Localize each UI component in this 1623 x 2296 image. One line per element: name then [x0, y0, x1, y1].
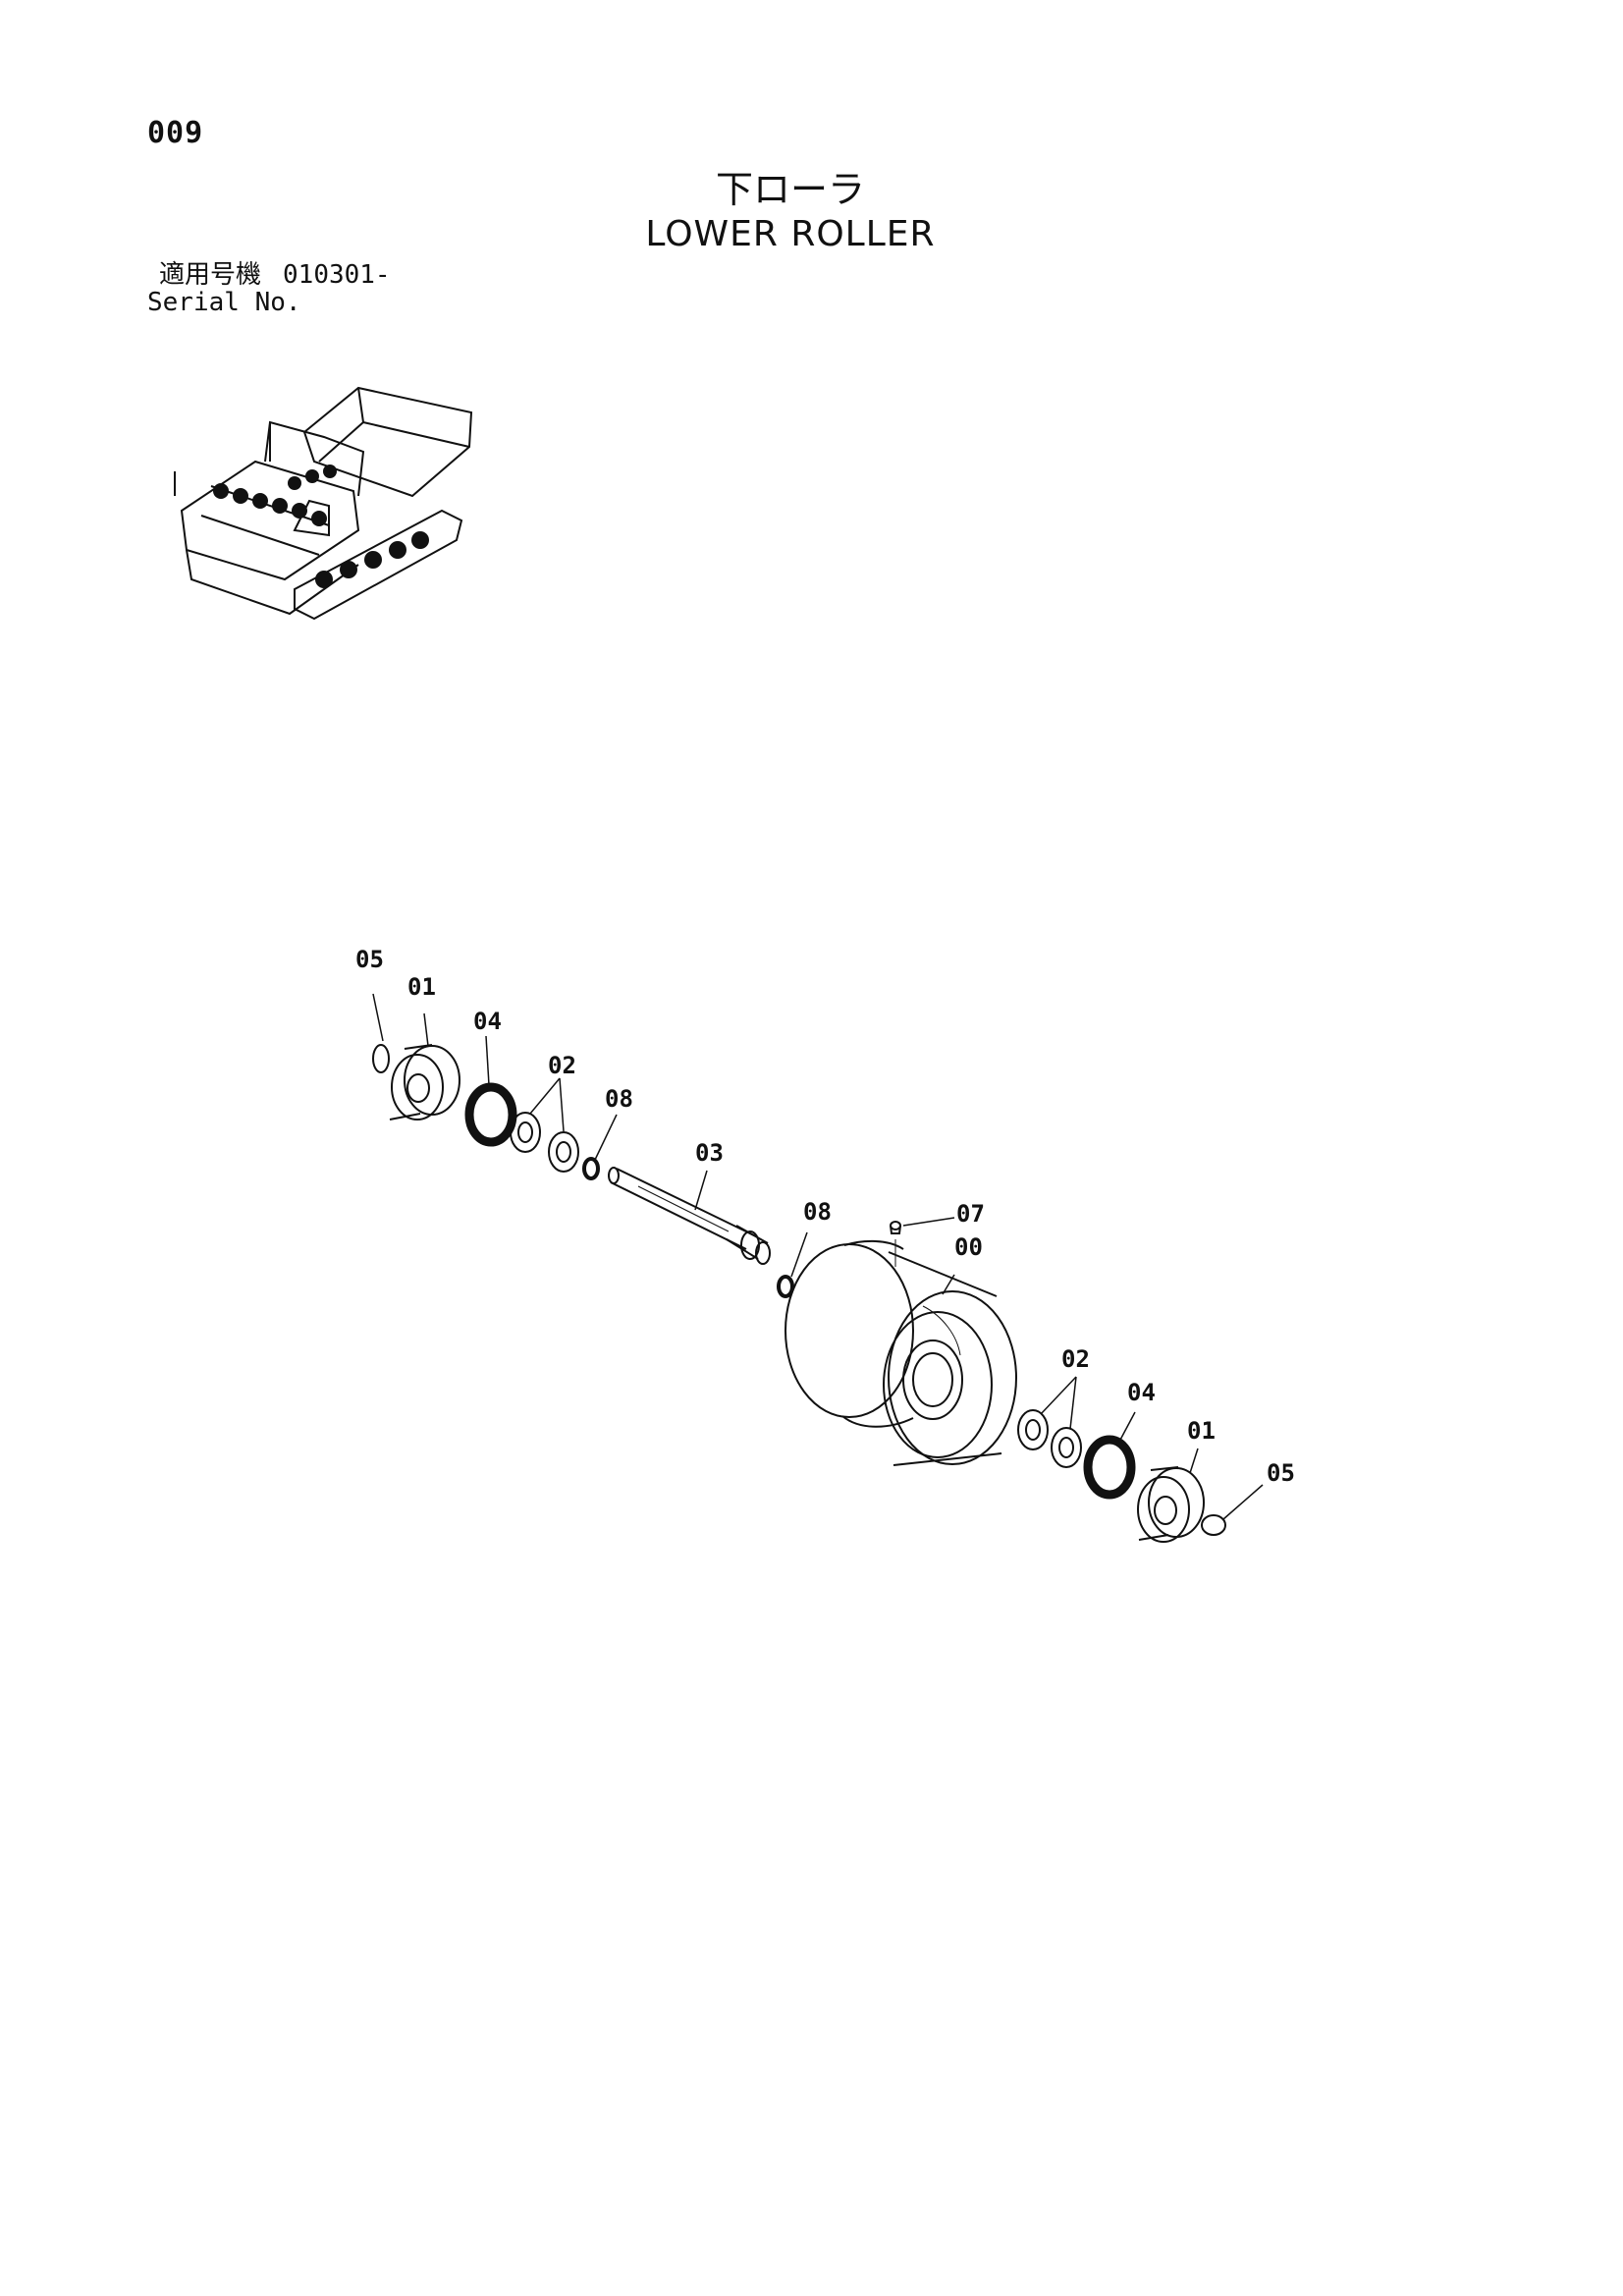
o-ring-left-b: [548, 1131, 579, 1173]
bearing-cap-right: [1137, 1466, 1205, 1543]
o-ring-right-a: [1017, 1409, 1049, 1450]
exploded-view: [372, 1044, 1226, 1543]
serial-row: 適用号機 010301-: [147, 261, 391, 289]
page-title: 下ローラ LOWER ROLLER: [550, 167, 1031, 257]
snap-ring-right: [1201, 1514, 1226, 1536]
callout-05-left: 05: [355, 946, 384, 973]
callout-01-right: 01: [1187, 1417, 1216, 1445]
leader-lines: [372, 993, 1264, 1520]
callout-08-left: 08: [605, 1085, 633, 1113]
callout-05-right: 05: [1267, 1459, 1295, 1487]
callout-04-left: 04: [473, 1008, 502, 1035]
callouts: 05 01 04 02 08 03 08 07 00 02 04 01 05: [355, 946, 1295, 1487]
machine-locator-illustration: [174, 386, 473, 621]
callout-01-left: 01: [407, 973, 436, 1001]
snap-ring-left: [372, 1044, 390, 1073]
roller-shaft: [608, 1167, 771, 1265]
bearing-cap-left: [389, 1044, 460, 1121]
callout-08-right: 08: [803, 1198, 832, 1226]
collar-right: [777, 1275, 794, 1298]
callout-03: 03: [695, 1139, 724, 1167]
callout-02-right: 02: [1061, 1345, 1090, 1373]
floating-seal-right: [1083, 1435, 1136, 1500]
collar-left: [582, 1157, 600, 1180]
page-number: 009: [147, 116, 204, 150]
o-ring-right-b: [1051, 1427, 1082, 1468]
serial-label-english: Serial No.: [147, 288, 301, 317]
callout-02-left: 02: [548, 1052, 576, 1079]
serial-value: 010301-: [283, 260, 391, 290]
serial-block: 適用号機 010301- Serial No.: [147, 261, 391, 316]
title-english: LOWER ROLLER: [645, 214, 936, 254]
callout-00: 00: [954, 1233, 983, 1261]
title-japanese: 下ローラ: [715, 168, 865, 211]
floating-seal-left: [464, 1082, 517, 1147]
plug: [890, 1221, 901, 1234]
callout-07: 07: [956, 1200, 985, 1228]
roller-body: [784, 1239, 1017, 1466]
serial-label-japanese: 適用号機: [159, 260, 262, 290]
callout-04-right: 04: [1127, 1379, 1156, 1406]
o-ring-left-a: [510, 1112, 541, 1153]
